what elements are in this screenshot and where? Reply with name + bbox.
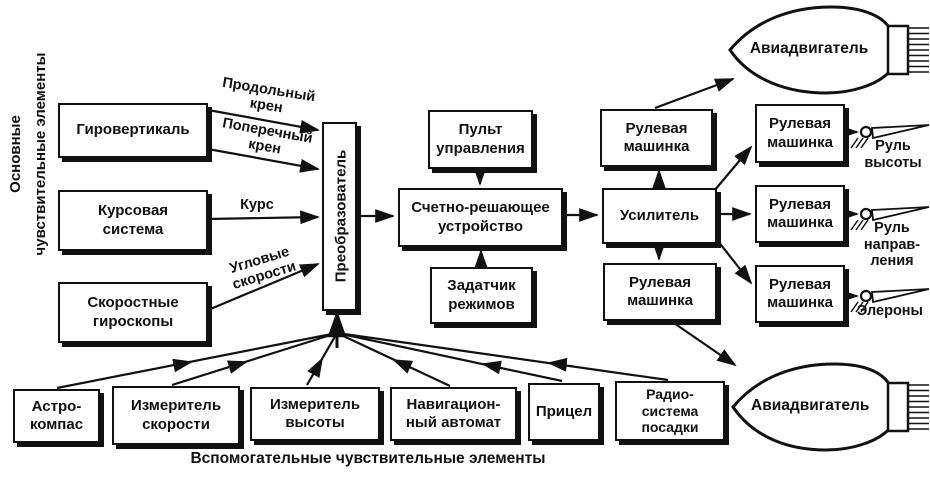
box-computer: Счетно-решающее устройство bbox=[398, 188, 563, 247]
signal-course: Курс bbox=[240, 197, 274, 213]
main-group-label-line1: Основные bbox=[7, 115, 24, 193]
label-elevator: Руль высоты bbox=[864, 138, 922, 171]
box-astro-compass: Астро- компас bbox=[13, 389, 100, 443]
box-steering-machine-bottom: Рулевая машинка bbox=[603, 263, 717, 321]
box-altitude-meter: Измеритель высоты bbox=[250, 387, 380, 441]
arrow-amp-elevator bbox=[713, 145, 753, 192]
box-rate-gyros: Скоростные гироскопы bbox=[58, 282, 208, 343]
box-steering-machine-top: Рулевая машинка bbox=[600, 109, 713, 167]
rudder-surface-icon bbox=[839, 206, 930, 231]
box-steering-machine-elevator: Рулевая машинка bbox=[755, 104, 845, 163]
label-ailerons: Элероны bbox=[857, 303, 923, 319]
arrow-steering-engine-top bbox=[654, 77, 735, 110]
arrow-amp-aileron bbox=[713, 235, 753, 285]
box-gyro-vertical: Гировертикаль bbox=[58, 103, 208, 158]
arrow-longitudinal-roll bbox=[207, 108, 320, 134]
engine-shape-icon bbox=[728, 5, 929, 95]
box-steering-machine-aileron: Рулевая машинка bbox=[755, 265, 845, 323]
engine-shape-icon bbox=[731, 362, 929, 452]
main-sensors-group-label: Основные чувствительные элементы bbox=[0, 0, 56, 308]
converter-label: Преобразователь bbox=[332, 149, 350, 283]
arrow-steering-engine-bottom bbox=[670, 320, 737, 367]
box-sight: Прицел bbox=[528, 383, 600, 441]
box-speed-meter: Измеритель скорости bbox=[112, 386, 240, 445]
aux-sensor-fan bbox=[56, 310, 669, 390]
box-nav-automat: Навигацион- ный автомат bbox=[390, 387, 517, 441]
engine-top-label: Авиадвигатель bbox=[749, 40, 869, 57]
elevator-surface-icon bbox=[839, 124, 930, 149]
aux-sensors-caption: Вспомогательные чувствительные элементы bbox=[190, 450, 546, 467]
box-amplifier: Усилитель bbox=[602, 188, 717, 244]
box-course-system: Курсовая система bbox=[58, 190, 208, 251]
engine-top: Авиадвигатель bbox=[725, 2, 930, 98]
box-steering-machine-rudder: Рулевая машинка bbox=[755, 185, 845, 243]
arrow-angular-rates bbox=[207, 262, 320, 312]
box-control-panel: Пульт управления bbox=[428, 110, 533, 169]
box-radio-landing: Радио- система посадки bbox=[615, 381, 725, 441]
engine-bottom-label: Авиадвигатель bbox=[751, 397, 870, 414]
engine-bottom: Авиадвигатель bbox=[727, 358, 930, 456]
box-converter: Преобразователь bbox=[322, 122, 357, 311]
box-mode-setter: Задатчик режимов bbox=[430, 267, 533, 324]
aileron-surface-icon bbox=[839, 288, 930, 313]
arrow-course bbox=[207, 210, 320, 225]
label-rudder: Руль направ- ления bbox=[863, 220, 921, 270]
main-group-label-line2: чувствительные элементы bbox=[32, 52, 49, 256]
arrow-lateral-roll bbox=[207, 147, 320, 173]
